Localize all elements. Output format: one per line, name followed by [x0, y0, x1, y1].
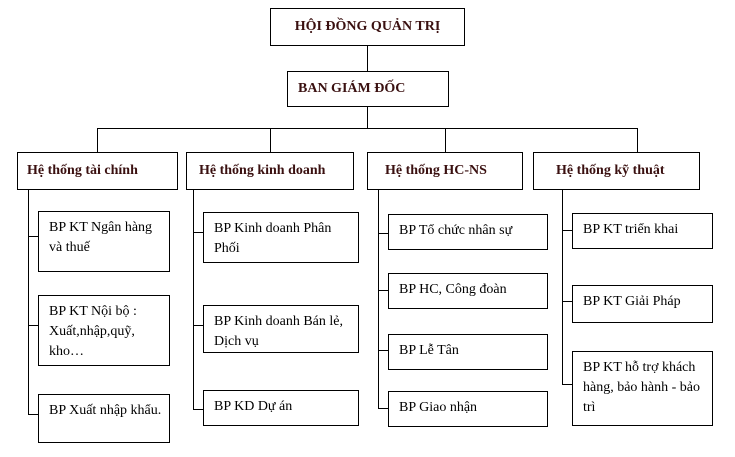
unit-label: BP KT Giải Pháp: [583, 294, 681, 309]
unit-label: BP KT hỗ trợ khách hàng, bảo hành - bảo …: [583, 360, 701, 415]
unit-box: BP Kinh doanh Phân Phối: [203, 212, 359, 263]
column-head-technical: Hệ thống kỹ thuật: [533, 152, 700, 190]
board-box: HỘI ĐỒNG QUẢN TRỊ: [270, 8, 465, 46]
unit-label: BP Kinh doanh Phân Phối: [214, 221, 332, 256]
director-box: BAN GIÁM ĐỐC: [287, 71, 449, 107]
unit-label: BP HC, Công đoàn: [399, 282, 507, 297]
column-title: Hệ thống kinh doanh: [199, 163, 326, 178]
unit-box: BP Xuất nhập khẩu.: [38, 394, 170, 443]
unit-label: BP Xuất nhập khẩu.: [49, 403, 162, 418]
unit-label: BP Lễ Tân: [399, 343, 459, 358]
unit-box: BP Kinh doanh Bán lẻ, Dịch vụ: [203, 305, 359, 353]
column-head-business: Hệ thống kinh doanh: [186, 152, 354, 190]
unit-box: BP KD Dự án: [203, 390, 359, 426]
unit-box: BP HC, Công đoàn: [388, 273, 548, 309]
column-head-finance: Hệ thống tài chính: [17, 152, 178, 190]
unit-box: BP KT Nội bộ : Xuất,nhập,quỹ, kho…: [38, 295, 170, 366]
board-title: HỘI ĐỒNG QUẢN TRỊ: [294, 19, 441, 34]
column-title: Hệ thống tài chính: [27, 163, 138, 178]
unit-label: BP KD Dự án: [214, 399, 293, 414]
director-title: BAN GIÁM ĐỐC: [298, 81, 406, 96]
column-title: Hệ thống HC-NS: [385, 163, 487, 178]
unit-label: BP Giao nhận: [399, 400, 478, 415]
unit-label: BP KT Nội bộ : Xuất,nhập,quỹ, kho…: [49, 304, 137, 359]
unit-box: BP KT triển khai: [572, 213, 713, 249]
unit-box: BP KT Ngân hàng và thuế: [38, 211, 170, 272]
unit-label: BP Tổ chức nhân sự: [399, 223, 513, 238]
unit-label: BP KT Ngân hàng và thuế: [49, 220, 153, 255]
unit-label: BP Kinh doanh Bán lẻ, Dịch vụ: [214, 314, 343, 349]
unit-label: BP KT triển khai: [583, 222, 679, 237]
unit-box: BP KT hỗ trợ khách hàng, bảo hành - bảo …: [572, 351, 713, 426]
unit-box: BP Giao nhận: [388, 391, 548, 427]
column-head-hr: Hệ thống HC-NS: [367, 152, 523, 190]
unit-box: BP Lễ Tân: [388, 334, 548, 370]
unit-box: BP Tổ chức nhân sự: [388, 214, 548, 250]
column-title: Hệ thống kỹ thuật: [556, 163, 665, 178]
unit-box: BP KT Giải Pháp: [572, 285, 713, 323]
